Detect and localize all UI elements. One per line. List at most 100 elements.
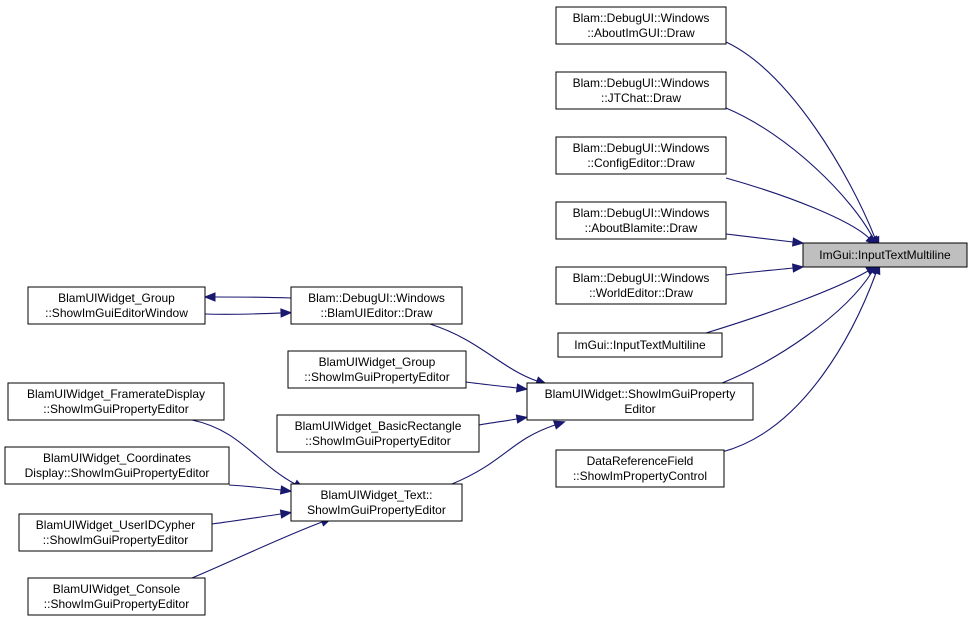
node-label-line: ::ShowImGuiPropertyEditor: [305, 434, 450, 448]
edge-datareffield-to-target: [721, 262, 881, 453]
edge-line: [228, 484, 282, 491]
edge-line: [725, 177, 870, 239]
edge-arrowhead: [203, 292, 216, 302]
node-box: [290, 483, 463, 522]
node-box: [802, 242, 968, 268]
node-datareferencefield-showimpropertycontrol[interactable]: DataReferenceField::ShowImPropertyContro…: [555, 449, 725, 488]
node-label-line: ::ShowImGuiPropertyEditor: [43, 533, 188, 547]
edge-line: [725, 107, 874, 239]
node-label-line: Blam::DebugUI::Windows: [573, 76, 710, 90]
edge-arrowhead: [515, 383, 529, 393]
edge-inputtext_ml2-to-target: [705, 265, 878, 334]
edge-line: [478, 418, 518, 426]
edge-line: [725, 233, 794, 243]
node-label-line: Display::ShowImGuiPropertyEditor: [25, 466, 210, 480]
node-group-showimguieditorwindow[interactable]: BlamUIWidget_Group::ShowImGuiEditorWindo…: [27, 286, 206, 325]
edge-arrowhead: [791, 263, 805, 273]
node-label-line: ::AboutImGUI::Draw: [587, 26, 695, 40]
node-console-showimguipropertyeditor[interactable]: BlamUIWidget_Console::ShowImGuiPropertyE…: [27, 577, 206, 616]
edge-useridcypher-to-text: [211, 509, 293, 525]
node-box: [555, 266, 727, 305]
edge-about_imgui-to-target: [725, 41, 880, 249]
node-box: [276, 414, 480, 453]
edge-line: [429, 323, 538, 382]
edge-jtchat-to-target: [725, 107, 879, 249]
node-label-line: ::ShowImPropertyControl: [573, 469, 707, 483]
edge-line: [721, 272, 877, 453]
node-box: [290, 286, 463, 325]
node-label-line: BlamUIWidget_Text::: [320, 488, 432, 502]
node-blamuieditor-draw[interactable]: Blam::DebugUI::Windows::BlamUIEditor::Dr…: [290, 286, 463, 325]
node-group-showimguipropertyeditor[interactable]: BlamUIWidget_Group::ShowImGuiPropertyEdi…: [287, 350, 467, 389]
edge-text-to-widget_propeditor: [451, 420, 566, 485]
node-box: [555, 6, 727, 45]
node-text-showimguipropertyeditor[interactable]: BlamUIWidget_Text::ShowImGuiPropertyEdit…: [290, 483, 463, 522]
node-label-line: Editor: [624, 402, 655, 416]
node-label-line: ImGui::InputTextMultiline: [819, 248, 951, 262]
node-label-line: Blam::DebugUI::Windows: [308, 291, 445, 305]
node-label-line: Blam::DebugUI::Windows: [573, 11, 710, 25]
edge-line: [465, 381, 518, 389]
node-box: [555, 71, 727, 110]
node-label-line: DataReferenceField: [587, 454, 694, 468]
node-label-line: ::ConfigEditor::Draw: [587, 156, 695, 170]
node-useridcypher-showimguipropertyeditor[interactable]: BlamUIWidget_UserIDCypher::ShowImGuiProp…: [18, 513, 213, 552]
node-label-line: ::BlamUIEditor::Draw: [320, 306, 432, 320]
node-label-line: ::WorldEditor::Draw: [589, 286, 693, 300]
node-label-line: BlamUIWidget_UserIDCypher: [36, 518, 195, 532]
node-box: [27, 577, 206, 616]
node-worldeditor-draw[interactable]: Blam::DebugUI::Windows::WorldEditor::Dra…: [555, 266, 727, 305]
edge-configeditor-to-target: [725, 177, 878, 246]
node-box: [287, 350, 467, 389]
edge-line: [211, 513, 282, 525]
edge-line: [204, 312, 282, 315]
node-label-line: ::ShowImGuiPropertyEditor: [304, 370, 449, 384]
node-box: [18, 513, 213, 552]
edge-group_propeditor-to-widget_propeditor: [465, 381, 529, 393]
edge-group_editorwindow-to-blamuieditor: [204, 308, 293, 318]
nodes-layer: Blam::DebugUI::Windows::AboutImGUI::Draw…: [4, 6, 968, 616]
node-label-line: ShowImGuiPropertyEditor: [307, 503, 446, 517]
node-blamuiwidget-showimguipropertyeditor[interactable]: BlamUIWidget::ShowImGuiPropertyEditor: [526, 382, 754, 421]
edge-line: [705, 270, 869, 334]
edge-line: [214, 296, 292, 299]
edge-line: [191, 521, 323, 579]
node-label-line: ::ShowImGuiPropertyEditor: [43, 402, 188, 416]
node-box: [557, 332, 723, 358]
node-label-line: Blam::DebugUI::Windows: [573, 271, 710, 285]
node-box: [4, 446, 230, 485]
node-label-line: BlamUIWidget_Console: [53, 582, 181, 596]
edge-arrowhead: [515, 414, 529, 424]
node-label-line: BlamUIWidget_Group: [319, 355, 436, 369]
node-label-line: ImGui::InputTextMultiline: [574, 338, 706, 352]
node-frameratedisplay-showimguipropertyeditor[interactable]: BlamUIWidget_FramerateDisplay::ShowImGui…: [7, 382, 225, 421]
node-label-line: BlamUIWidget_FramerateDisplay: [27, 387, 205, 401]
node-jtchat-draw[interactable]: Blam::DebugUI::Windows::JTChat::Draw: [555, 71, 727, 110]
edge-worldeditor-to-target: [725, 263, 805, 276]
edge-line: [451, 424, 556, 485]
edge-console-to-text: [191, 517, 333, 579]
node-aboutblamite-draw[interactable]: Blam::DebugUI::Windows::AboutBlamite::Dr…: [555, 201, 727, 240]
node-label-line: BlamUIWidget::ShowImGuiProperty: [545, 387, 736, 401]
node-label-line: ::AboutBlamite::Draw: [585, 221, 698, 235]
node-label-line: Blam::DebugUI::Windows: [573, 206, 710, 220]
node-label-line: BlamUIWidget_Coordinates: [43, 451, 191, 465]
node-configeditor-draw[interactable]: Blam::DebugUI::Windows::ConfigEditor::Dr…: [555, 136, 727, 175]
node-label-line: ::JTChat::Draw: [601, 91, 681, 105]
edge-arrowhead: [553, 420, 566, 430]
node-box: [555, 136, 727, 175]
edge-arrowhead: [279, 485, 293, 495]
node-imgui-inputtextmultiline-overload[interactable]: ImGui::InputTextMultiline: [557, 332, 723, 358]
node-imgui-inputtextmultiline-focus[interactable]: ImGui::InputTextMultiline: [802, 242, 968, 268]
node-about-imgui-draw[interactable]: Blam::DebugUI::Windows::AboutImGUI::Draw: [555, 6, 727, 45]
edge-basicrect-to-widget_propeditor: [478, 414, 529, 426]
edge-coords-to-text: [228, 484, 293, 495]
node-coordinatesdisplay-showimguipropertyeditor[interactable]: BlamUIWidget_CoordinatesDisplay::ShowImG…: [4, 446, 230, 485]
edge-line: [725, 41, 876, 239]
node-label-line: ::ShowImGuiPropertyEditor: [44, 597, 189, 611]
edge-arrowhead: [280, 308, 293, 318]
node-basicrectangle-showimguipropertyeditor[interactable]: BlamUIWidget_BasicRectangle::ShowImGuiPr…: [276, 414, 480, 453]
edge-line: [725, 267, 794, 276]
edge-arrowhead: [279, 509, 293, 519]
